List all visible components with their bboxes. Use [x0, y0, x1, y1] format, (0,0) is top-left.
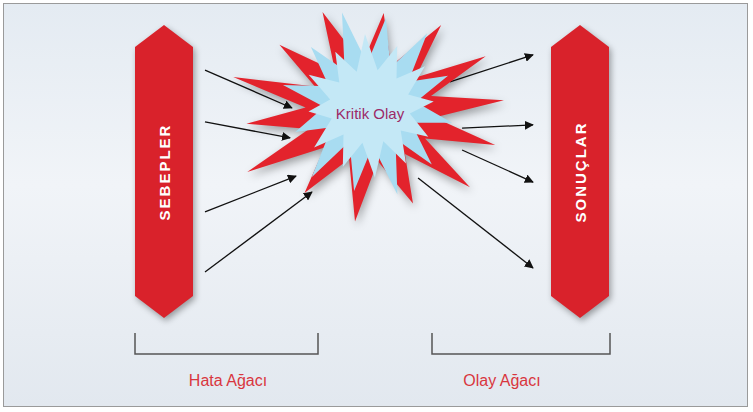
bracket: [135, 333, 318, 354]
arrow-connector: [462, 125, 533, 128]
arrow-connector: [418, 178, 533, 268]
critical-event-burst: Kritik Olay: [235, 10, 505, 215]
hexagon-bar: [551, 25, 609, 318]
arrow-connector: [205, 192, 312, 272]
arrow-connector: [205, 176, 296, 212]
blue-burst-inner: [309, 34, 434, 178]
bracket: [432, 333, 610, 354]
bar-label: SEBEPLER: [156, 123, 173, 220]
blue-burst: [283, 12, 452, 194]
bracket-label: Olay Ağacı: [463, 372, 540, 390]
bracket-label: Hata Ağacı: [189, 372, 267, 390]
cause-bar: SEBEPLER: [135, 25, 193, 318]
consequence-bar: SONUÇLAR: [551, 25, 609, 318]
hexagon-bar: [135, 25, 193, 318]
event-label: Kritik Olay: [336, 104, 404, 121]
arrow-connector: [462, 150, 533, 182]
bar-label: SONUÇLAR: [572, 121, 589, 222]
red-burst: [233, 12, 504, 222]
